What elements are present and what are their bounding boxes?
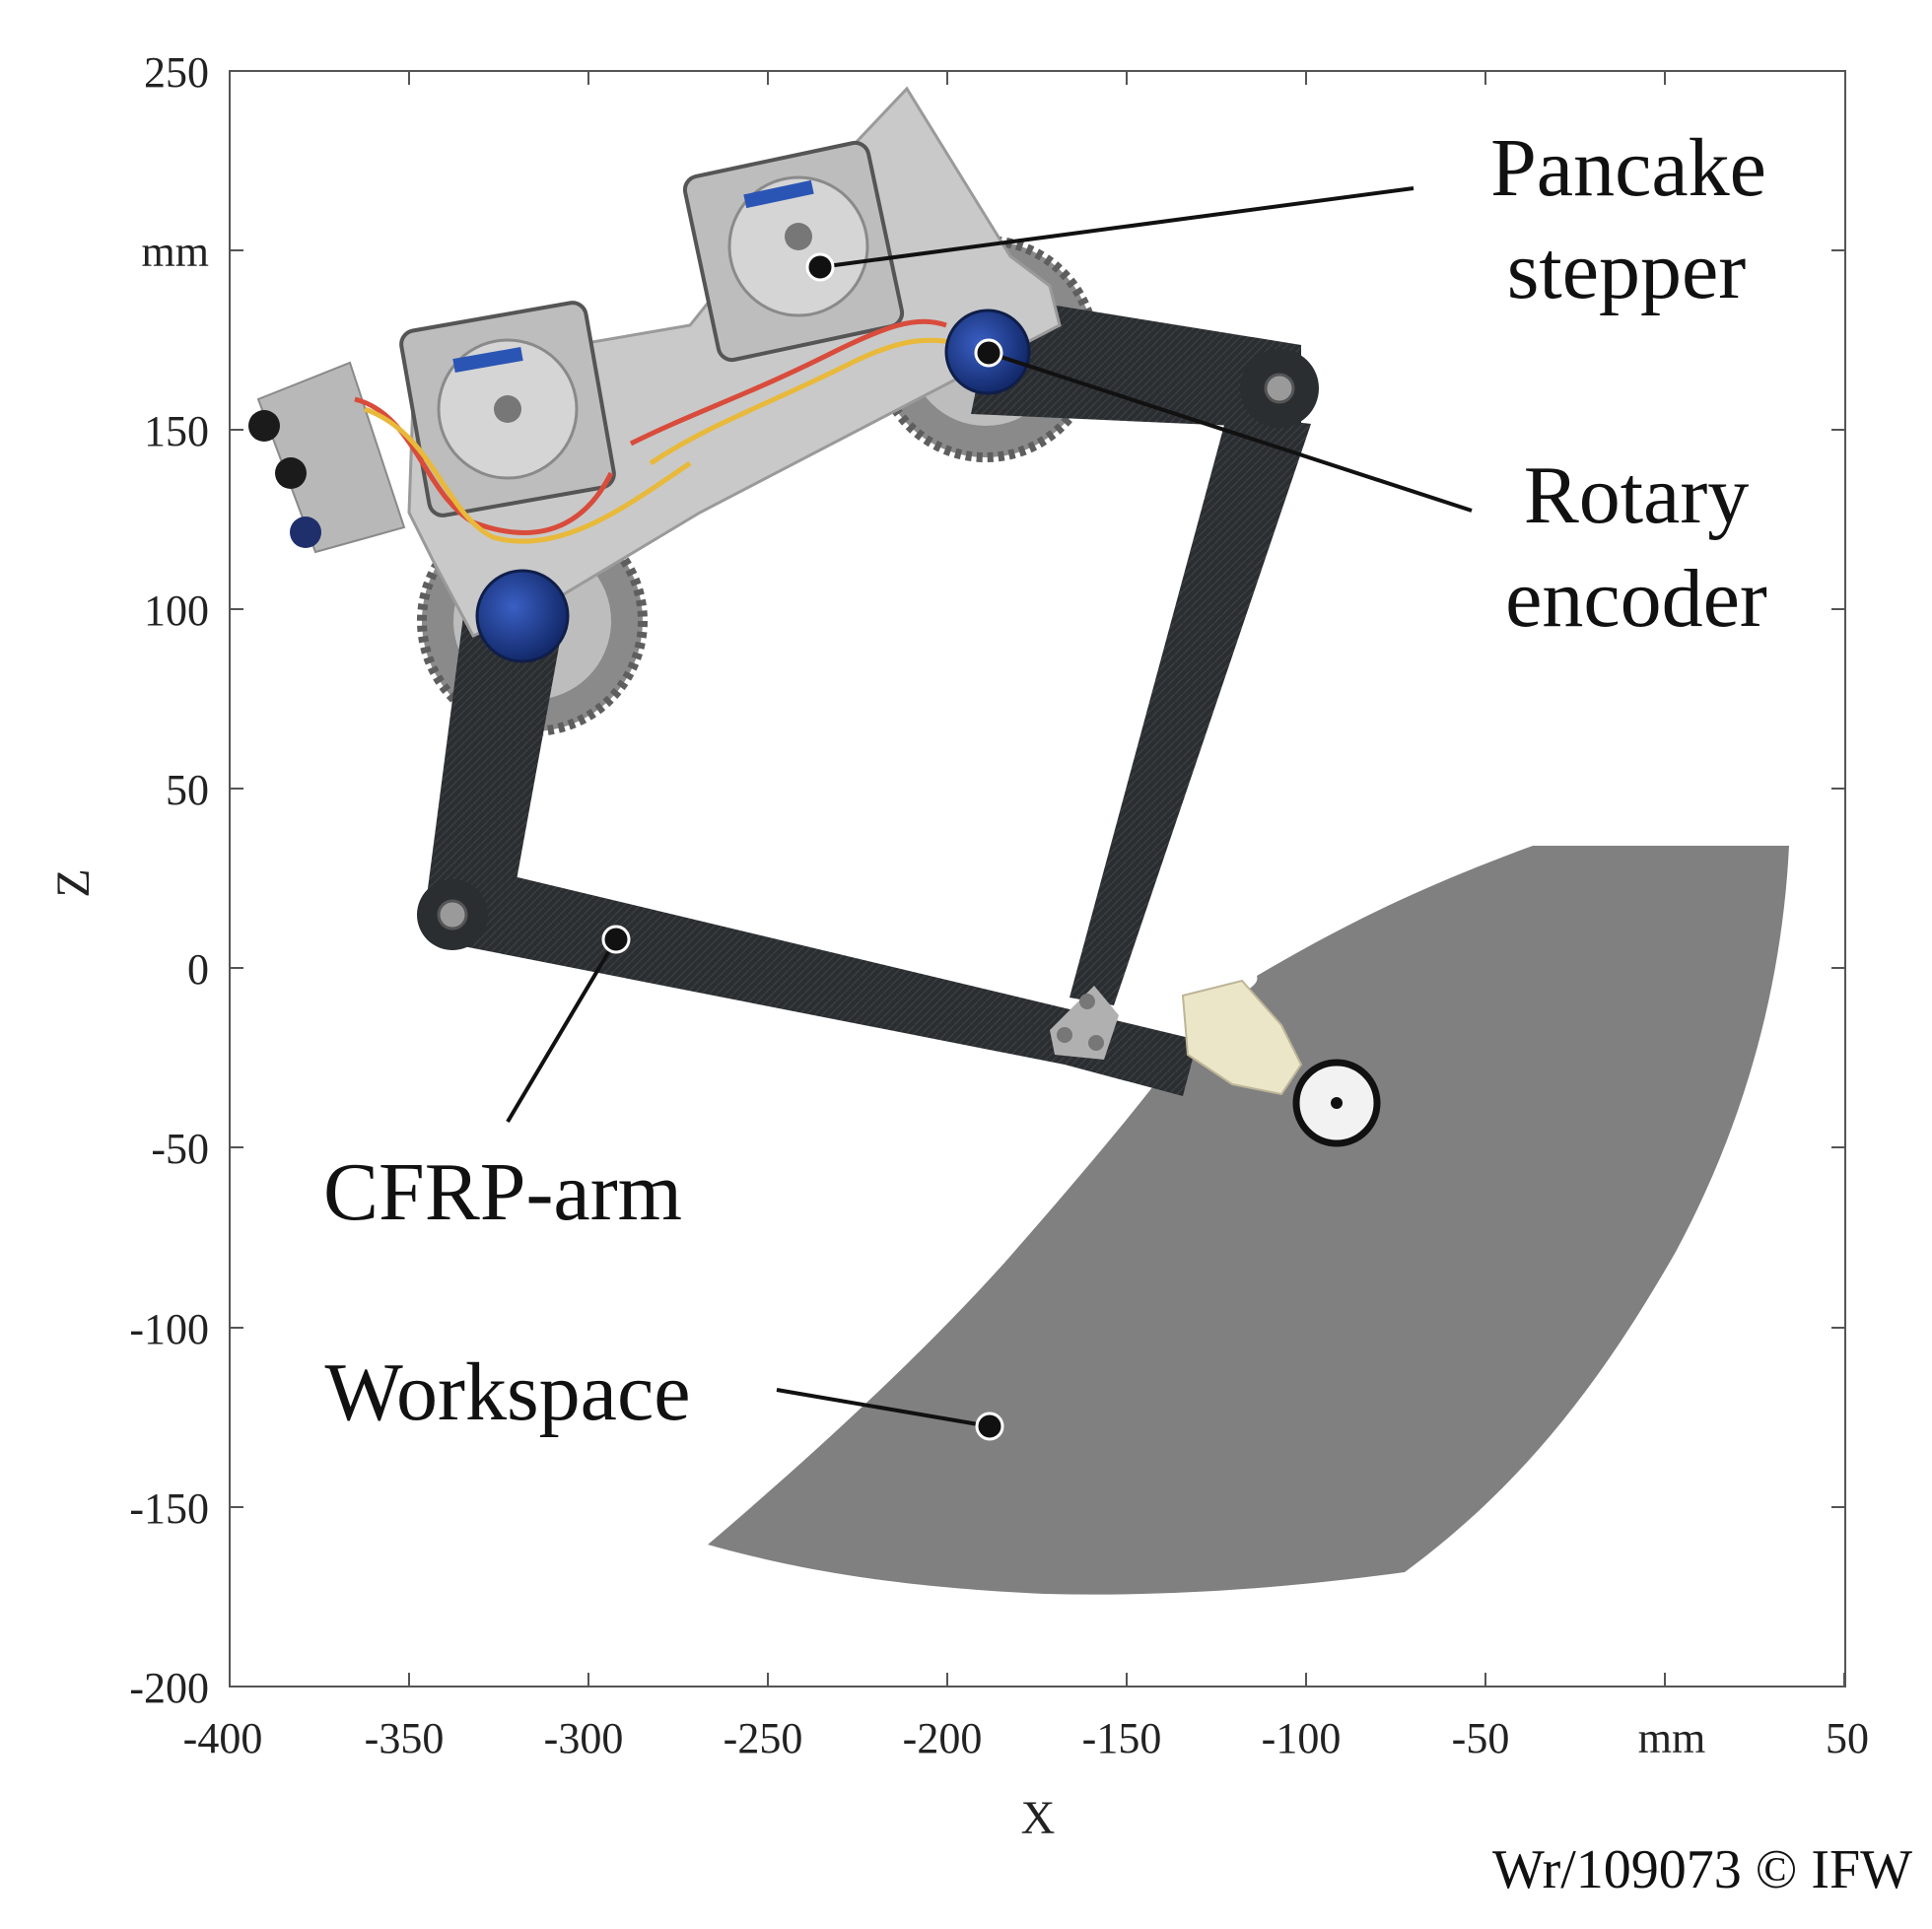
- workspace-region: [708, 846, 1789, 1595]
- leader-pancake: [819, 186, 1414, 269]
- z-tick-labels: 250 mm 150 100 50 0 -50 -100 -150 -200: [129, 48, 209, 1712]
- arm-right-vertical: [1070, 414, 1311, 1005]
- x-tick-label: 50: [1826, 1714, 1869, 1762]
- x-tick-label: -50: [1452, 1714, 1510, 1762]
- z-axis-title: Z: [47, 868, 100, 897]
- label-pancake-line2: stepper: [1507, 225, 1747, 316]
- x-tick-label: -350: [365, 1714, 445, 1762]
- joint-bolt-right: [1264, 373, 1295, 404]
- connector-panel: [248, 361, 406, 554]
- callout-dots: [601, 252, 1004, 1441]
- label-cfrp: CFRP-arm: [323, 1146, 682, 1238]
- plot-frame: [229, 70, 1846, 1688]
- x-tick-label: -200: [903, 1714, 983, 1762]
- wiring: [354, 318, 967, 544]
- z-unit-label: mm: [142, 228, 209, 276]
- leader-encoder: [988, 351, 1473, 513]
- callout-leaders: [506, 186, 1473, 1428]
- dot-encoder: [974, 338, 1003, 368]
- connector-plug: [290, 517, 321, 548]
- tick-marks: [229, 71, 1845, 1687]
- label-encoder-line2: encoder: [1505, 553, 1767, 645]
- copyright-notice: Wr/109073 © IFW: [1492, 1839, 1912, 1900]
- end-effector-point: [1331, 1097, 1343, 1109]
- end-effector: [1181, 979, 1381, 1147]
- label-pancake-line1: Pancake: [1490, 122, 1766, 214]
- label-workspace: Workspace: [324, 1346, 690, 1438]
- z-tick-label: 250: [144, 48, 209, 97]
- label-encoder-line1: Rotary: [1524, 449, 1750, 541]
- z-tick-label: 50: [166, 766, 209, 814]
- connector-plug: [248, 410, 280, 442]
- cfrp-arms: [417, 296, 1319, 1096]
- leader-workspace: [776, 1388, 991, 1428]
- z-tick-label: -50: [151, 1125, 209, 1173]
- stepper-motor-right: [682, 140, 905, 363]
- z-tick-label: 150: [144, 407, 209, 455]
- connector-plug: [275, 457, 307, 489]
- z-tick-label: -200: [129, 1664, 209, 1712]
- leader-cfrp: [506, 937, 618, 1124]
- dot-workspace: [975, 1412, 1004, 1441]
- dot-pancake: [805, 252, 835, 282]
- x-tick-label: -150: [1082, 1714, 1162, 1762]
- callout-labels: Pancake stepper Rotary encoder CFRP-arm …: [323, 122, 1767, 1438]
- arm-lower-link: [424, 867, 1198, 1096]
- joint-bolt-left: [437, 899, 468, 930]
- dot-cfrp: [601, 925, 631, 954]
- x-tick-label: -250: [724, 1714, 803, 1762]
- z-tick-label: 100: [144, 586, 209, 635]
- z-tick-label: 0: [187, 945, 209, 994]
- x-tick-label: -100: [1262, 1714, 1342, 1762]
- x-tick-label: -300: [544, 1714, 624, 1762]
- x-tick-label: -400: [183, 1714, 263, 1762]
- z-tick-label: -150: [129, 1484, 209, 1533]
- x-tick-labels: -400 -350 -300 -250 -200 -150 -100 -50 m…: [183, 1714, 1869, 1762]
- x-unit-label: mm: [1638, 1714, 1705, 1762]
- stepper-motor-left: [399, 301, 616, 517]
- x-axis-title: X: [1021, 1792, 1056, 1844]
- rotary-encoder-lower: [475, 569, 570, 663]
- z-tick-label: -100: [129, 1305, 209, 1353]
- arm-left-vertical: [424, 616, 562, 919]
